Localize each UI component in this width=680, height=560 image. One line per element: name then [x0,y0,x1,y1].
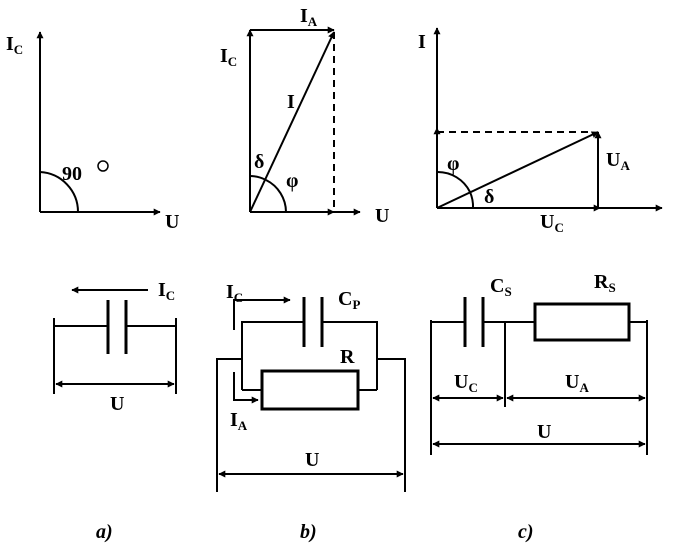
resistor-rs [533,302,631,342]
i-axis-label: I [418,31,426,53]
phi-label: φ [447,153,459,175]
wire-top-left [241,321,304,390]
ic-label: IC [158,279,175,303]
u-axis-label: U [165,211,179,233]
circuit-a: IC U [53,279,177,415]
uc-label: UC [540,211,564,235]
caption-a: a) [96,521,113,543]
ua-label: UA [565,371,589,395]
phi-arc [265,179,287,213]
degree-symbol [97,160,109,172]
right-angle-arc [39,171,80,213]
ic-label: IC [220,45,237,69]
ic-label: IC [226,281,243,305]
phasor-diagram-c: I φ δ UA UC [418,27,663,235]
circuit-c: CS RS UC UA U [430,271,648,455]
circuit-b: IC CP R IA U [216,281,406,492]
caption-b: b) [300,521,317,543]
delta-label: δ [484,186,494,208]
ic-current-arrow [233,296,291,330]
phasor-diagram-a: IC U 90 [6,31,179,233]
angle-label: 90 [62,163,82,185]
i-label: I [287,91,295,113]
r-label: R [340,346,355,368]
wire-right-terminal [377,358,406,492]
rs-label: RS [594,271,616,295]
cp-label: CP [338,288,360,312]
u-phasor-arrow [436,131,599,209]
ic-axis-label: IC [6,33,23,57]
phi-label: φ [286,170,298,192]
cs-label: CS [490,275,512,299]
ua-label: UA [606,149,630,173]
u-label: U [305,449,319,471]
caption-c: c) [518,521,534,543]
ia-label: IA [300,5,318,29]
ia-label: IA [230,409,248,433]
u-axis-label: U [375,205,389,227]
u-label: U [110,393,124,415]
wire-left-terminal [216,358,242,492]
i-phasor-arrow [249,31,335,213]
phasor-diagram-b: IA IC I δ φ U [220,5,389,227]
uc-label: UC [454,371,478,395]
resistor-r [260,369,360,411]
delta-label: δ [254,151,264,173]
u-label: U [537,421,551,443]
delta-arc [469,191,475,209]
ia-current-arrow [233,372,259,404]
phi-arc [436,170,471,193]
delta-arc [249,175,267,181]
wire-top-right [322,321,378,390]
